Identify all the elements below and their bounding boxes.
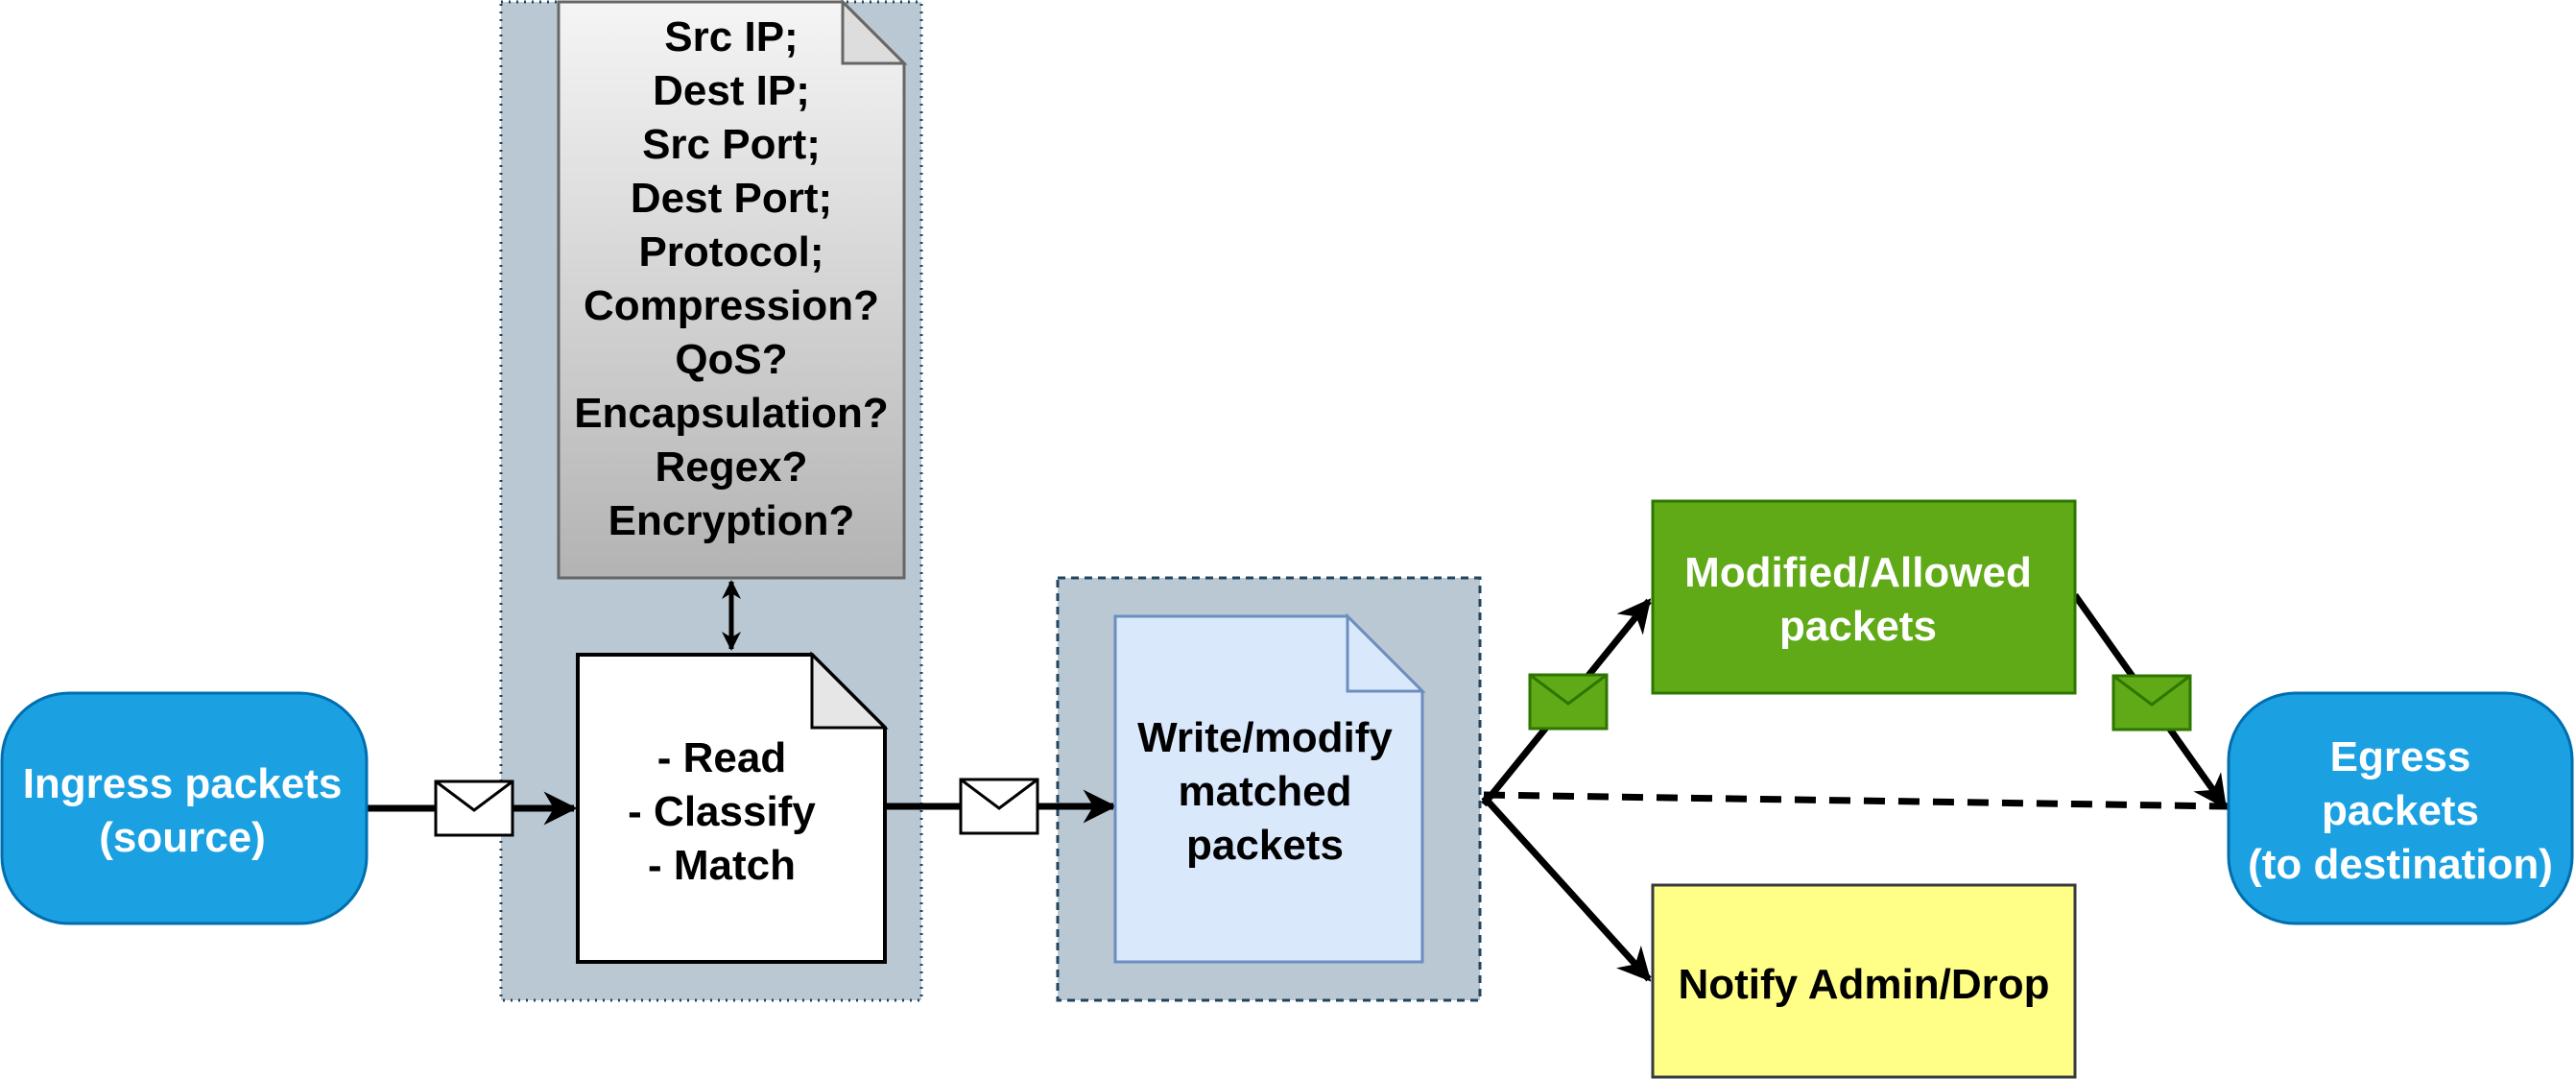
ingress-text: Ingress packets (source) bbox=[23, 760, 343, 861]
criteria-line: Encapsulation? bbox=[574, 390, 889, 437]
classifier-line: - Read bbox=[657, 734, 786, 781]
criteria-line: Src IP; bbox=[664, 13, 798, 60]
writer-text: Write/modify matched packets bbox=[1137, 714, 1393, 869]
allowed-node: Modified/Allowed packets bbox=[1651, 499, 2077, 695]
writer-line: Write/modify bbox=[1137, 714, 1393, 761]
envelope-icon bbox=[1528, 673, 1609, 731]
writer-to-egress-dashed-line bbox=[1483, 791, 2230, 810]
classifier-line: - Classify bbox=[628, 788, 816, 835]
writer-line: matched bbox=[1179, 768, 1352, 815]
allowed-text: Modified/Allowed packets bbox=[1684, 549, 2032, 650]
allowed-line: Modified/Allowed bbox=[1684, 549, 2032, 596]
writer-document: Write/modify matched packets bbox=[1113, 612, 1426, 964]
criteria-line: Regex? bbox=[656, 444, 808, 491]
notify-line: Notify Admin/Drop bbox=[1679, 961, 2050, 1008]
envelope-icon bbox=[959, 778, 1039, 835]
egress-line: Egress bbox=[2330, 733, 2471, 780]
egress-node: Egress packets (to destination) bbox=[2227, 691, 2574, 925]
criteria-line: Encryption? bbox=[608, 497, 855, 544]
egress-line: (to destination) bbox=[2248, 841, 2553, 888]
classifier-text: - Read - Classify - Match bbox=[628, 734, 816, 889]
criteria-line: QoS? bbox=[675, 336, 787, 383]
allowed-line: packets bbox=[1779, 603, 1937, 650]
ingress-line: (source) bbox=[99, 814, 266, 861]
criteria-line: Dest Port; bbox=[631, 175, 832, 222]
ingress-line: Ingress packets bbox=[23, 760, 343, 807]
notify-text: Notify Admin/Drop bbox=[1679, 961, 2050, 1008]
writer-to-notify-arrow bbox=[1481, 794, 1652, 982]
notify-node: Notify Admin/Drop bbox=[1651, 883, 2077, 1079]
criteria-line: Src Port; bbox=[642, 121, 821, 168]
writer-line: packets bbox=[1186, 822, 1344, 869]
envelope-icon bbox=[434, 779, 514, 837]
classifier-line: - Match bbox=[648, 842, 796, 889]
criteria-line: Dest IP; bbox=[653, 67, 810, 114]
egress-text: Egress packets (to destination) bbox=[2248, 733, 2553, 888]
classifier-document: - Read - Classify - Match bbox=[576, 651, 889, 964]
match-criteria-text: Src IP; Dest IP; Src Port; Dest Port; Protoc… bbox=[574, 13, 889, 544]
ingress-node: Ingress packets (source) bbox=[0, 691, 369, 925]
match-criteria-document: Src IP; Dest IP; Src Port; Dest Port; Protoc… bbox=[557, 0, 908, 580]
criteria-line: Protocol; bbox=[638, 228, 823, 276]
criteria-line: Compression? bbox=[584, 282, 879, 329]
envelope-icon bbox=[2111, 674, 2192, 731]
egress-line: packets bbox=[2322, 787, 2479, 834]
